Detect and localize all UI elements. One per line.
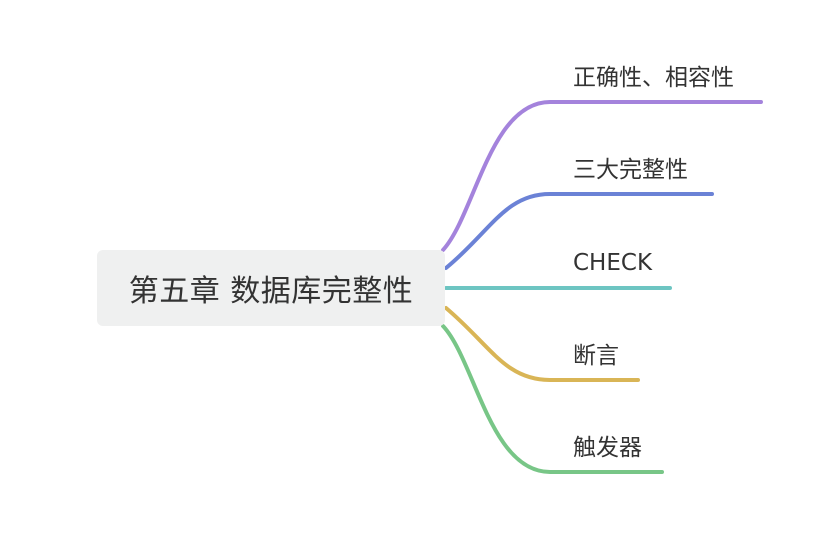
branch-label-trigger[interactable]: 触发器 (573, 435, 642, 461)
branch-label-check[interactable]: CHECK (573, 250, 653, 276)
branch-connector-3 (444, 306, 640, 382)
branch-connector-4 (441, 324, 664, 474)
branch-label-correctness[interactable]: 正确性、相容性 (573, 65, 734, 91)
central-topic-label: 第五章 数据库完整性 (128, 274, 414, 309)
branch-connector-0 (441, 100, 763, 252)
branch-connector-1 (444, 192, 714, 270)
branch-label-assertion[interactable]: 断言 (573, 343, 619, 369)
branch-label-three-integrities[interactable]: 三大完整性 (573, 157, 688, 183)
central-topic-node[interactable]: 第五章 数据库完整性 (97, 250, 445, 326)
